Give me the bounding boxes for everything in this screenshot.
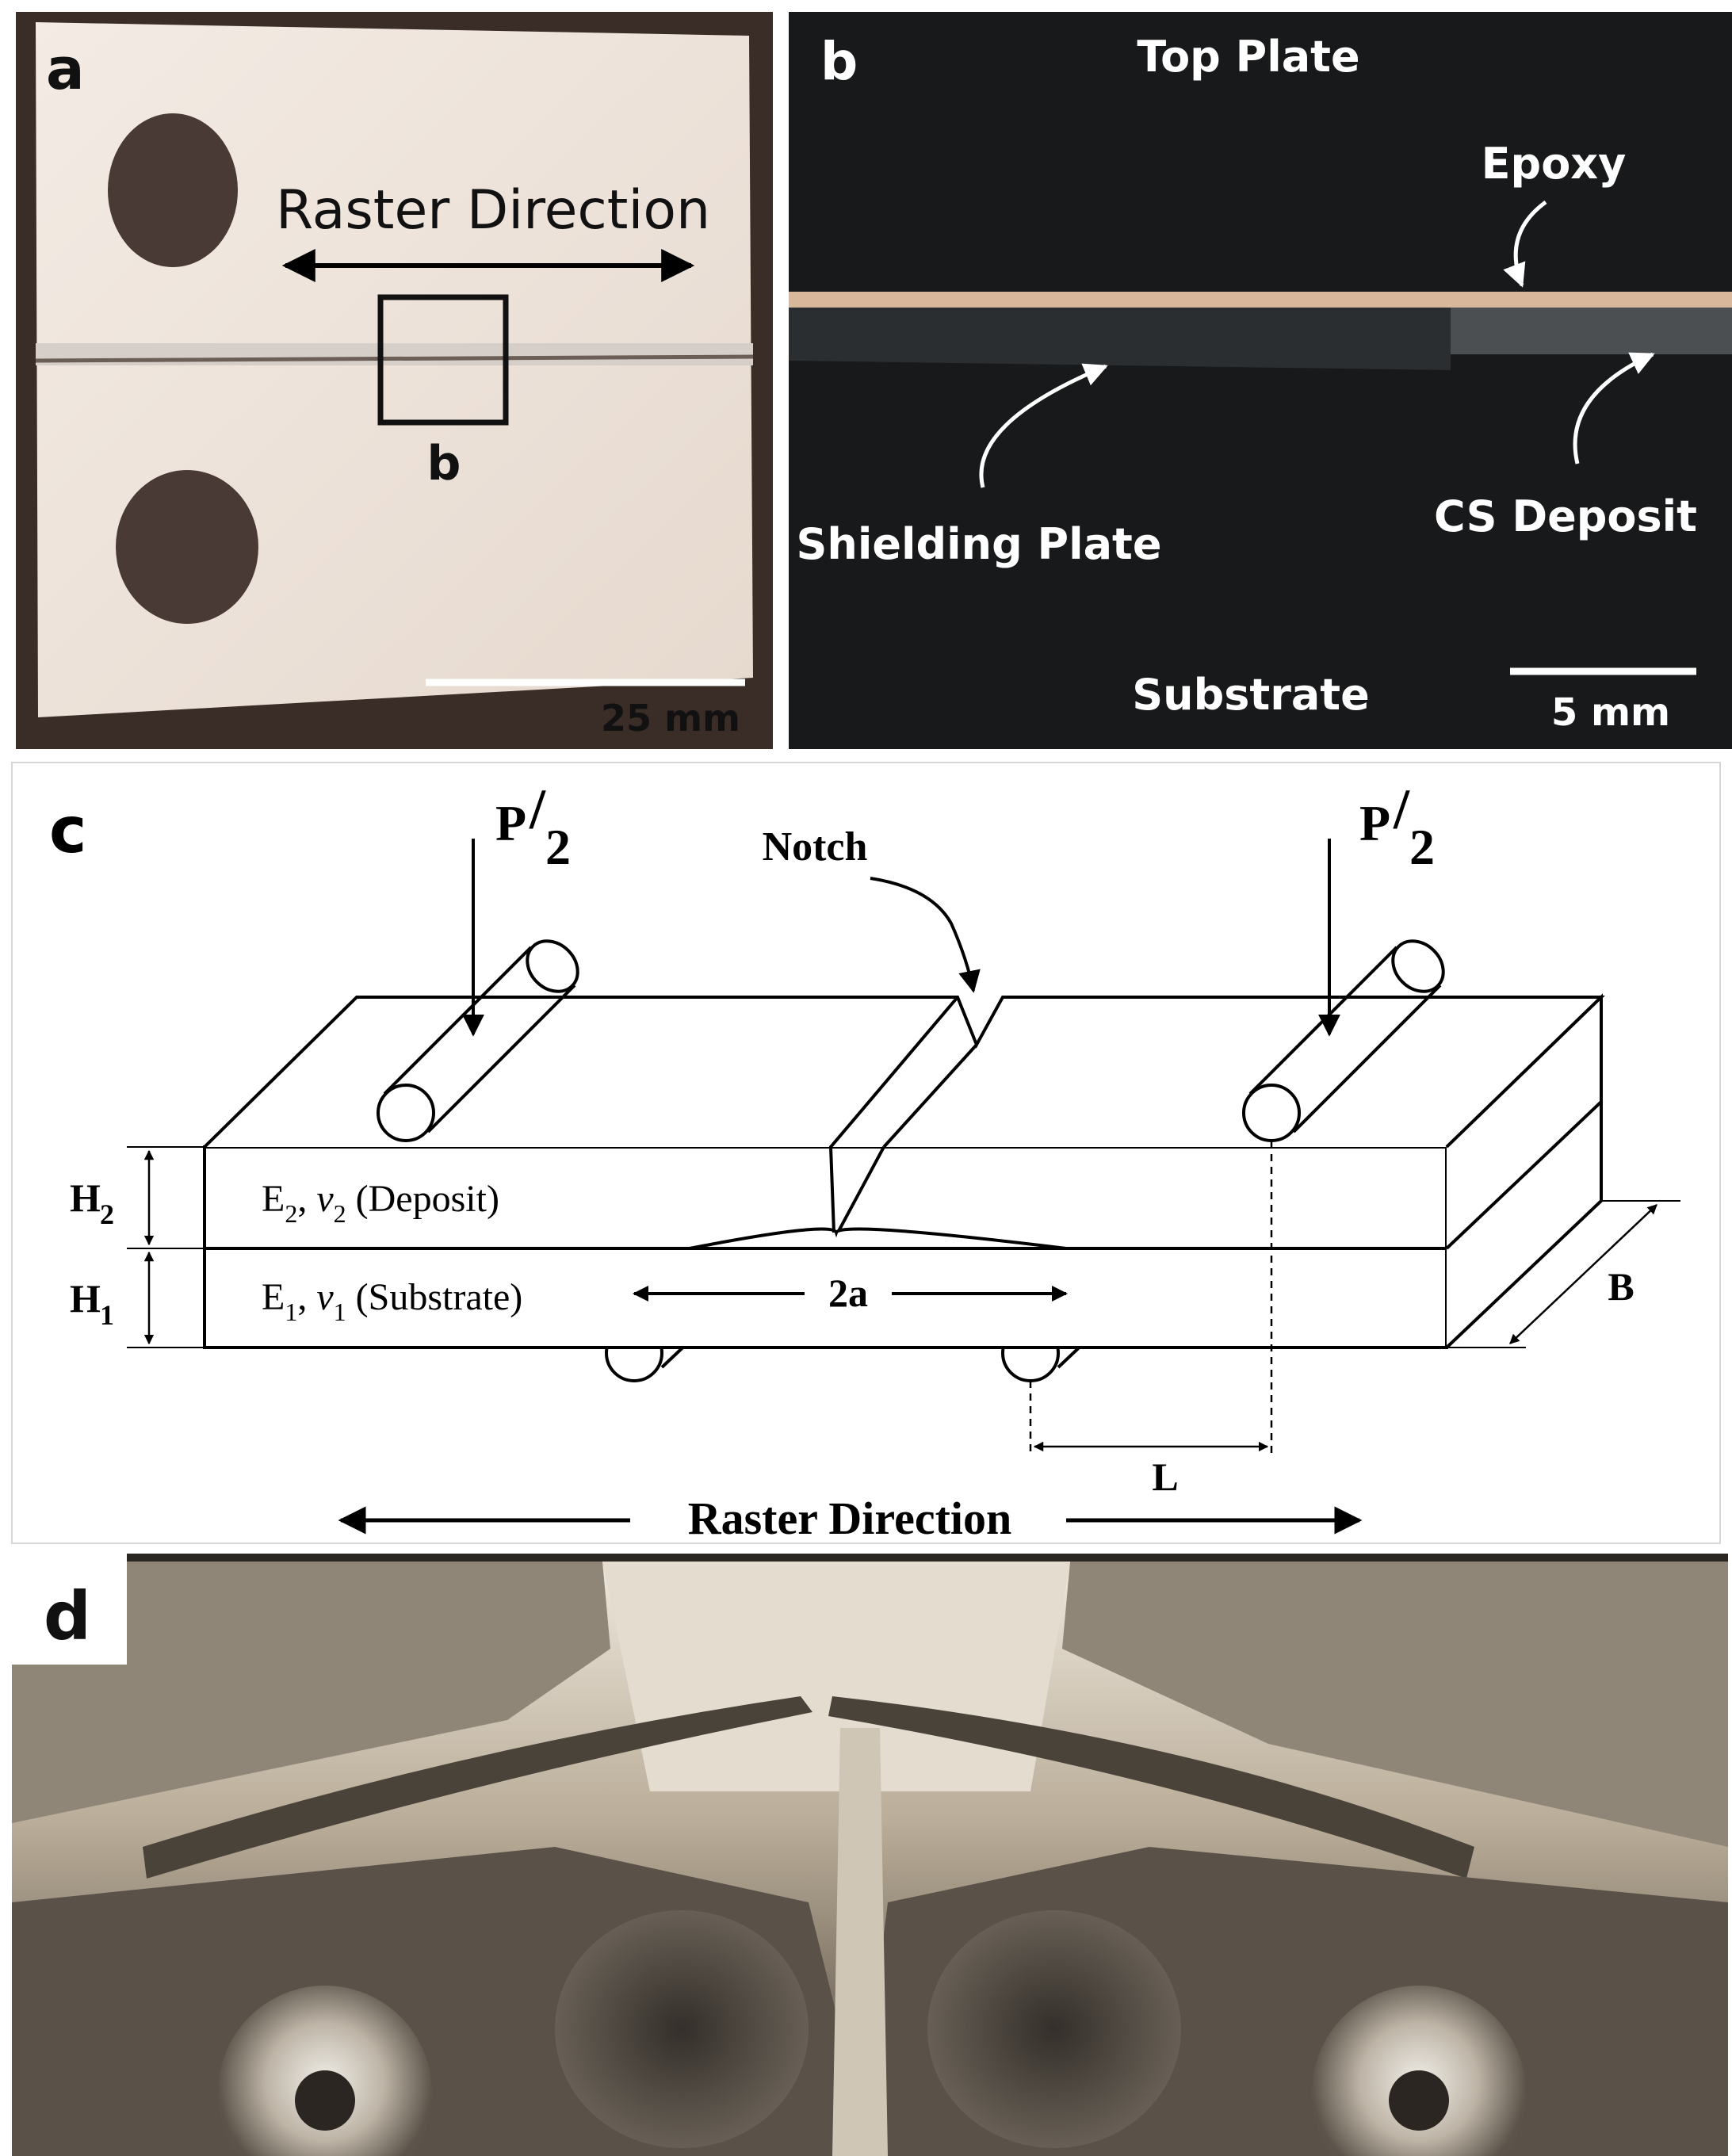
- load-roller-right-near: [1242, 1084, 1301, 1142]
- fixture-hole-top: [108, 113, 238, 267]
- arrow-epoxy: [1503, 200, 1547, 288]
- specimen-joint-line: [36, 343, 753, 365]
- width-label: B: [1608, 1264, 1634, 1309]
- inset-label-b: b: [427, 436, 461, 491]
- label-cs-deposit: CS Deposit: [1434, 491, 1697, 541]
- h2-label: H2: [70, 1175, 114, 1230]
- panel-letter-c: c: [49, 793, 86, 867]
- panel-c: [11, 762, 1721, 1544]
- fractured-specimen-left: [143, 1696, 812, 1879]
- upper-fixture-left: [12, 1562, 610, 1823]
- label-top-plate: Top Plate: [1137, 32, 1359, 82]
- fractured-specimen-right: [828, 1696, 1474, 1879]
- load-label-right: P/2: [1359, 778, 1435, 875]
- bolt-socket-right: [1389, 2070, 1449, 2131]
- arrow-cs-deposit: [1573, 352, 1655, 464]
- raster-direction-label-a: Raster Direction: [276, 179, 710, 242]
- fixture-hole-bottom: [116, 470, 258, 624]
- top-frame-bar: [127, 1554, 1728, 1562]
- panel-letter-d-box: [12, 1554, 127, 1665]
- epoxy-layer: [789, 292, 1732, 308]
- dim-b-arrow: [1509, 1204, 1657, 1344]
- label-shielding-plate: Shielding Plate: [796, 519, 1161, 569]
- center-light-column: [602, 1562, 1070, 1791]
- load-roller-left-far: [526, 939, 579, 993]
- crack-length-label: 2a: [828, 1271, 868, 1315]
- roller-right: [927, 1910, 1181, 2148]
- span-label: L: [1152, 1455, 1178, 1499]
- panel-letter-d: d: [44, 1577, 91, 1655]
- notch-label-arrow: [870, 877, 981, 993]
- panel-b-photo: [789, 12, 1732, 749]
- scale-bar-label-a: 25 mm: [601, 697, 740, 740]
- load-label-left: P/2: [495, 778, 571, 875]
- specimen-seam: [35, 354, 754, 363]
- scale-bar-label-b: 5 mm: [1551, 690, 1670, 735]
- panel-letter-a: a: [46, 36, 85, 102]
- inset-box-b: [377, 294, 509, 426]
- panel-b: b Top Plate Epoxy Shielding Plate CS Dep…: [789, 12, 1732, 749]
- center-wedge: [832, 1728, 888, 2156]
- substrate-layer-label: E1, ν1 (Substrate): [262, 1276, 522, 1326]
- arrow-shielding-plate: [979, 363, 1108, 488]
- h1-label: H1: [70, 1276, 114, 1331]
- load-roller-left-near: [377, 1084, 435, 1142]
- label-substrate: Substrate: [1132, 670, 1369, 720]
- raster-direction-label-c: Raster Direction: [688, 1493, 1012, 1544]
- upper-fixture-right: [1062, 1562, 1728, 1847]
- notch-label: Notch: [763, 824, 868, 870]
- panel-letter-b: b: [820, 31, 858, 92]
- shielding-plate: [789, 307, 1451, 370]
- bolt-socket-left: [295, 2070, 355, 2131]
- crack-lens: [689, 1227, 1067, 1250]
- roller-left: [555, 1910, 809, 2148]
- label-epoxy: Epoxy: [1482, 139, 1627, 189]
- notch-v: [828, 996, 978, 1233]
- load-roller-left-body: [383, 946, 576, 1133]
- panel-c-labels: c P/2 P/2 Notch H2 H1 E2, ν2 (Deposit) E…: [49, 778, 1635, 1544]
- deposit-layer-label: E2, ν2 (Deposit): [262, 1178, 499, 1228]
- load-roller-right-far: [1391, 939, 1445, 993]
- panel-d: d: [12, 1554, 1728, 2156]
- panel-a: a Raster Direction b 25 mm: [16, 12, 773, 749]
- interface-line-side: [1445, 1100, 1603, 1250]
